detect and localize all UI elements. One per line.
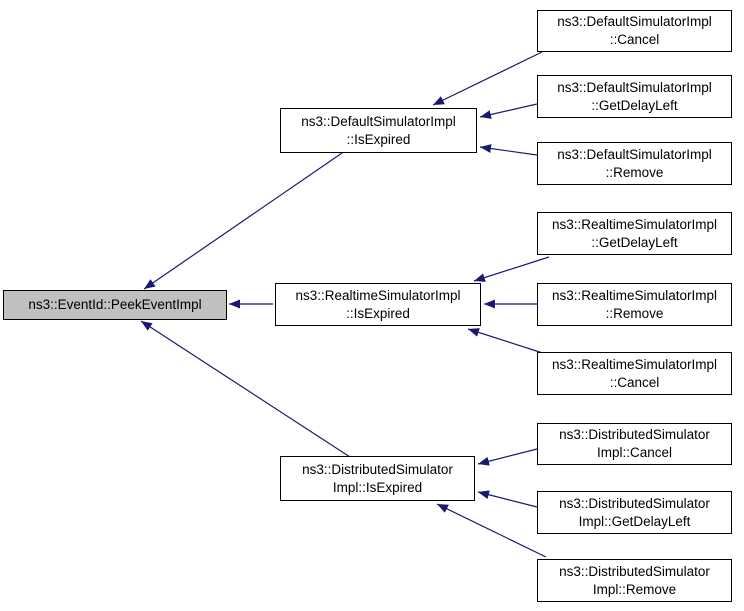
call-edge — [479, 144, 538, 156]
node-realtimesimulatorimpl-isexpired[interactable]: ns3::RealtimeSimulatorImpl ::IsExpired — [275, 283, 481, 326]
node-eventid-peekeventimpl: ns3::EventId::PeekEventImpl — [3, 290, 227, 320]
node-realtimesimulatorimpl-cancel[interactable]: ns3::RealtimeSimulatorImpl ::Cancel — [537, 352, 732, 395]
node-distributedsimulatorimpl-isexpired[interactable]: ns3::DistributedSimulator Impl::IsExpire… — [280, 456, 475, 501]
node-defaultsimulatorimpl-isexpired[interactable]: ns3::DefaultSimulatorImpl ::IsExpired — [280, 108, 477, 153]
node-defaultsimulatorimpl-getdelayleft[interactable]: ns3::DefaultSimulatorImpl ::GetDelayLeft — [537, 75, 732, 118]
call-edge — [477, 490, 538, 508]
node-distributedsimulatorimpl-remove[interactable]: ns3::DistributedSimulator Impl::Remove — [537, 559, 732, 602]
node-realtimesimulatorimpl-remove[interactable]: ns3::RealtimeSimulatorImpl ::Remove — [537, 283, 732, 326]
call-edge — [436, 503, 547, 558]
call-edge — [143, 152, 343, 290]
call-edge — [140, 320, 351, 458]
node-distributedsimulatorimpl-getdelayleft[interactable]: ns3::DistributedSimulator Impl::GetDelay… — [537, 491, 732, 534]
node-defaultsimulatorimpl-cancel[interactable]: ns3::DefaultSimulatorImpl ::Cancel — [537, 10, 732, 52]
call-edge — [473, 256, 550, 282]
node-defaultsimulatorimpl-remove[interactable]: ns3::DefaultSimulatorImpl ::Remove — [537, 142, 732, 185]
call-edge — [477, 448, 538, 466]
call-edge — [479, 103, 538, 119]
node-realtimesimulatorimpl-getdelayleft[interactable]: ns3::RealtimeSimulatorImpl ::GetDelayLef… — [537, 212, 732, 255]
call-edge — [467, 328, 550, 356]
call-edge — [432, 51, 543, 106]
node-distributedsimulatorimpl-cancel[interactable]: ns3::DistributedSimulator Impl::Cancel — [537, 423, 732, 465]
